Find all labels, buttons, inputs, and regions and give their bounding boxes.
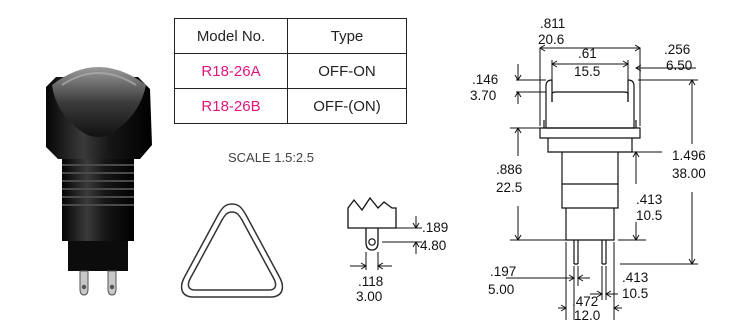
table-header-row: Model No. Type <box>174 18 407 54</box>
header-type: Type <box>287 18 407 54</box>
dim-lower-mm: 10.5 <box>636 208 662 223</box>
dim-total-height-in: 1.496 <box>672 148 706 163</box>
dim-cap-width-mm: 15.5 <box>574 64 600 79</box>
detail-width-mm: 3.00 <box>356 289 382 304</box>
type-cell: OFF-ON <box>287 53 407 89</box>
switch-photo <box>46 67 152 296</box>
dim-pin-mm: 10.5 <box>622 286 648 301</box>
type-cell: OFF-(ON) <box>287 88 407 124</box>
dim-body-height-mm: 22.5 <box>496 180 522 195</box>
dim-cap-height-mm: 3.70 <box>470 88 496 103</box>
model-table: Model No. Type R18-26A OFF-ON R18-26B OF… <box>174 18 407 124</box>
dim-overall-width-in: .811 <box>540 16 565 31</box>
dim-term-in: .197 <box>490 264 516 279</box>
dim-body-height-in: .886 <box>496 162 522 177</box>
dim-total-height-mm: 38.00 <box>672 166 706 181</box>
detail-height-in: .189 <box>422 220 448 235</box>
dim-base-width-mm: 12.0 <box>574 308 600 323</box>
detail-width-in: .118 <box>358 274 383 289</box>
detail-height-mm: 4.80 <box>420 238 446 253</box>
header-model: Model No. <box>174 18 288 54</box>
dim-base-width-in: .472 <box>572 294 598 309</box>
terminal-detail: .189 4.80 .118 3.00 <box>347 196 448 304</box>
dim-pin-in: .413 <box>622 270 648 285</box>
triangle-cap-outline <box>180 203 284 298</box>
dim-right-mm: 6.50 <box>666 58 692 73</box>
dim-overall-width-mm: 20.6 <box>538 32 564 47</box>
dimension-drawing: .811 20.6 .61 15.5 .256 6.50 .146 3.70 1… <box>470 16 706 323</box>
scale-note: SCALE 1.5:2.5 <box>228 150 314 165</box>
table-row: R18-26B OFF-(ON) <box>174 88 407 124</box>
model-cell: R18-26A <box>174 53 288 89</box>
dim-cap-width-in: .61 <box>578 46 597 61</box>
dim-lower-in: .413 <box>636 192 662 207</box>
model-cell: R18-26B <box>174 88 288 124</box>
table-row: R18-26A OFF-ON <box>174 53 407 89</box>
dim-right-in: .256 <box>664 42 690 57</box>
dim-term-mm: 5.00 <box>488 282 514 297</box>
dim-cap-height-in: .146 <box>472 72 498 87</box>
